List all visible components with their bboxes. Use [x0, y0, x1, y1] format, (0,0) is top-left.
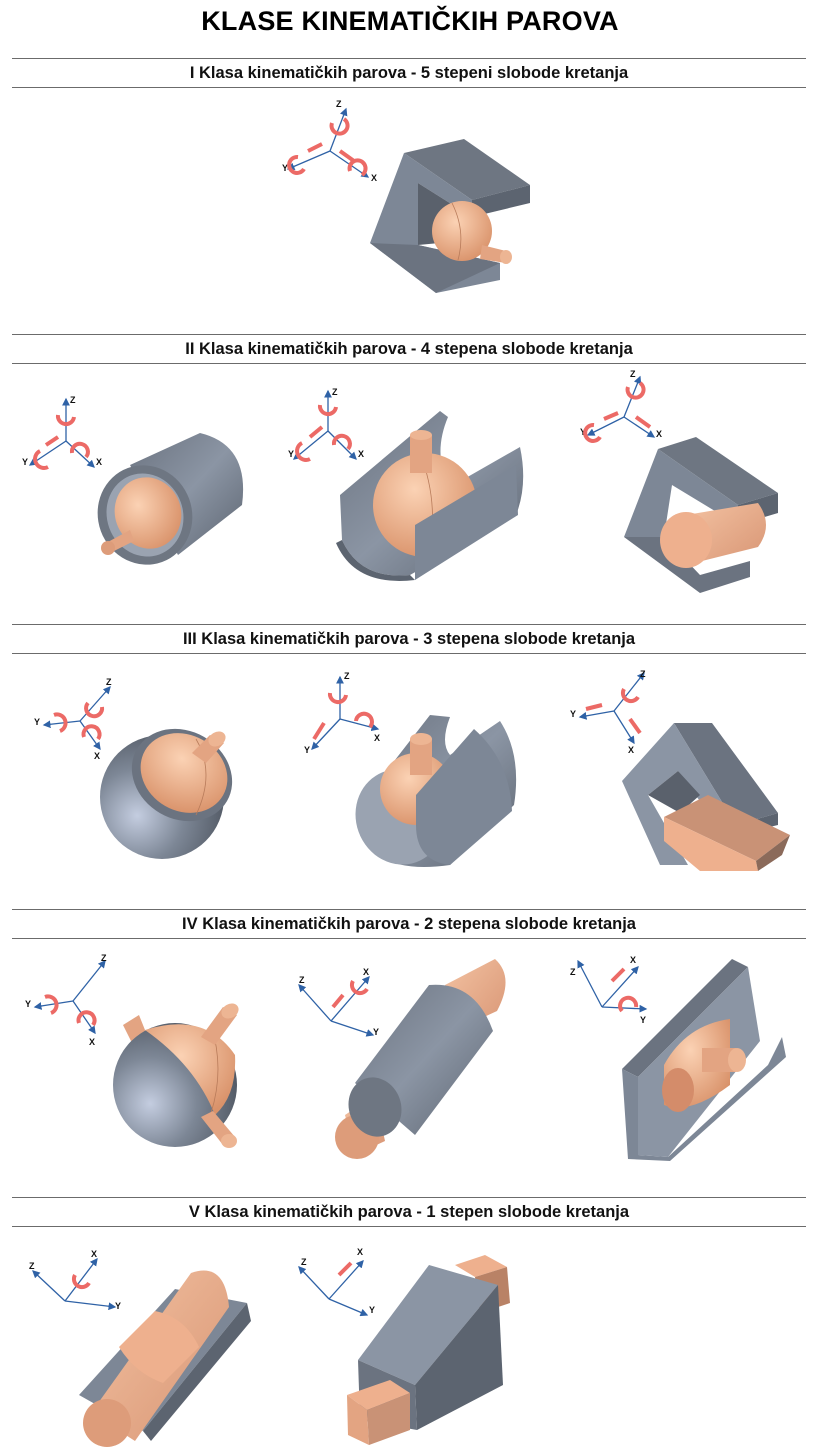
figure-class-2-cylinder-in-block: Z Y X	[580, 369, 778, 593]
svg-text:X: X	[358, 449, 364, 459]
section-label: II Klasa kinematičkih parova - 4 stepena…	[185, 340, 633, 358]
svg-text:Z: Z	[332, 387, 338, 397]
block-slider	[664, 795, 790, 871]
svg-text:Z: Z	[70, 395, 76, 405]
section-header-class-1: I Klasa kinematičkih parova - 5 stepeni …	[12, 58, 806, 88]
figure-class-1-sphere-in-block: Z Y X	[282, 99, 530, 293]
svg-text:X: X	[91, 1249, 97, 1259]
svg-text:X: X	[374, 733, 380, 743]
figure-class-5-prismatic-joint: Z X Y	[298, 1247, 510, 1445]
revolute-body	[79, 1270, 251, 1447]
svg-text:X: X	[630, 955, 636, 965]
svg-text:Z: Z	[640, 669, 646, 679]
svg-text:Y: Y	[304, 745, 310, 755]
figure-class-5-revolute-joint: Z X Y	[29, 1249, 251, 1447]
svg-text:X: X	[656, 429, 662, 439]
section-header-class-4: IV Klasa kinematičkih parova - 2 stepena…	[12, 909, 806, 939]
axis-triad-icon: Z Y X	[304, 671, 380, 755]
axis-triad-icon: Z Y X	[580, 369, 662, 443]
svg-text:Y: Y	[373, 1027, 379, 1037]
svg-text:X: X	[357, 1247, 363, 1257]
figure-class-4-cylindrical-joint: Z X Y	[298, 959, 506, 1159]
svg-text:Y: Y	[34, 717, 40, 727]
svg-text:Z: Z	[344, 671, 350, 681]
figure-class-2-sphere-in-open-cylinder: Z Y X	[288, 387, 524, 581]
open-cylinder-body	[336, 411, 524, 581]
axis-triad-icon: Z Y X	[34, 677, 112, 761]
svg-text:Y: Y	[288, 449, 294, 459]
page-title: KLASE KINEMATIČKIH PAROVA	[201, 6, 619, 36]
section-header-class-5: V Klasa kinematičkih parova - 1 stepen s…	[12, 1197, 806, 1227]
sphere-body	[113, 1003, 239, 1148]
svg-text:Z: Z	[630, 369, 636, 379]
svg-text:Y: Y	[369, 1305, 375, 1315]
axis-triad-icon: Z X Y	[298, 967, 379, 1037]
figure-class-4-disc-in-channel: Z X Y	[570, 955, 786, 1161]
svg-text:Y: Y	[580, 427, 586, 437]
axis-triad-icon: Z Y X	[288, 387, 364, 462]
svg-text:Y: Y	[115, 1301, 121, 1311]
svg-text:X: X	[628, 745, 634, 755]
axis-triad-icon: Z X Y	[570, 955, 648, 1025]
spherical-body	[100, 728, 233, 859]
svg-text:Z: Z	[301, 1257, 307, 1267]
svg-text:X: X	[94, 751, 100, 761]
figure-class-3-block-on-plane: Z Y X	[570, 669, 790, 871]
svg-text:Z: Z	[299, 975, 305, 985]
axis-triad-icon: Z Y X	[570, 669, 646, 755]
section-label: IV Klasa kinematičkih parova - 2 stepena…	[182, 915, 636, 933]
axis-triad-icon: Z X Y	[29, 1249, 121, 1311]
prismatic-body	[347, 1255, 510, 1445]
svg-text:Z: Z	[106, 677, 112, 687]
axis-triad-icon: Z X Y	[298, 1247, 375, 1317]
disc-and-pin	[662, 1019, 746, 1112]
section-label: I Klasa kinematičkih parova - 5 stepeni …	[189, 64, 629, 82]
svg-text:Y: Y	[282, 163, 288, 173]
svg-text:Z: Z	[336, 99, 342, 109]
svg-text:Y: Y	[22, 457, 28, 467]
figure-class-3-sphere-in-slotted-cylinder: Z Y X	[304, 671, 517, 867]
svg-text:Y: Y	[570, 709, 576, 719]
svg-text:Y: Y	[640, 1015, 646, 1025]
figure-class-4-sphere-with-pins: Z Y X	[25, 953, 239, 1148]
cylinder-pin	[660, 503, 766, 568]
svg-text:Z: Z	[101, 953, 107, 963]
figure-class-2-sphere-in-cylinder: Z Y X	[22, 395, 244, 565]
svg-text:Z: Z	[29, 1261, 35, 1271]
section-header-class-2: II Klasa kinematičkih parova - 4 stepena…	[12, 334, 806, 364]
axis-triad-icon: Z Y X	[25, 953, 107, 1047]
svg-text:X: X	[89, 1037, 95, 1047]
figure-class-3-spherical-joint: Z Y X	[34, 677, 233, 859]
section-label: III Klasa kinematičkih parova - 3 stepen…	[182, 630, 636, 648]
svg-text:X: X	[363, 967, 369, 977]
svg-text:Y: Y	[25, 999, 31, 1009]
svg-text:X: X	[96, 457, 102, 467]
axis-triad-icon: Z Y X	[22, 395, 102, 470]
section-header-class-3: III Klasa kinematičkih parova - 3 stepen…	[12, 624, 806, 654]
sphere-pin	[432, 201, 512, 264]
svg-text:X: X	[371, 173, 377, 183]
section-label: V Klasa kinematičkih parova - 1 stepen s…	[188, 1203, 630, 1221]
axis-triad-icon: Z Y X	[282, 99, 377, 183]
shaft-and-sleeve	[335, 959, 506, 1159]
svg-text:Z: Z	[570, 967, 576, 977]
slotted-cylinder-body	[355, 715, 517, 867]
cylinder-body	[97, 433, 244, 565]
